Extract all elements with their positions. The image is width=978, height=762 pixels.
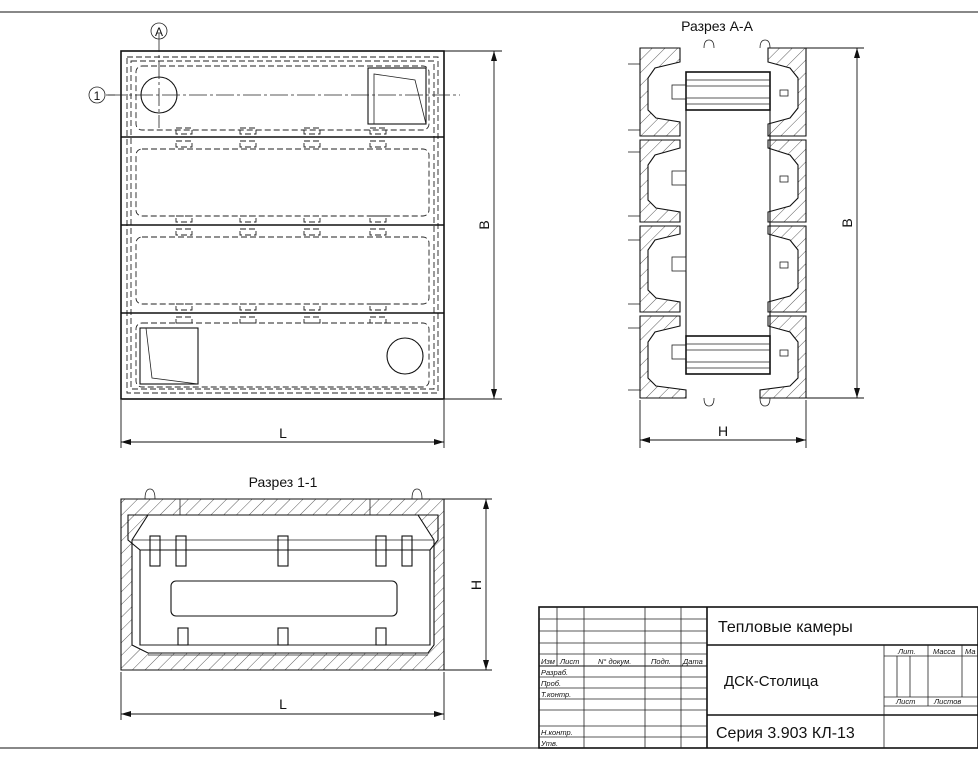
svg-text:L: L [279,425,287,441]
svg-text:B: B [476,220,492,229]
section-11-title: Разрез 1-1 [249,474,318,490]
sheet-frame [0,11,978,749]
section-11-dimension-h: H [444,498,492,671]
section-marker-a: А [150,22,168,40]
svg-text:Разраб.: Разраб. [541,668,568,677]
svg-text:L: L [279,696,287,712]
svg-text:Дата: Дата [682,657,703,666]
svg-text:Проб.: Проб. [541,679,561,688]
section-11-view [120,488,445,671]
title-block: Изм Лист N° докум. Подп. Дата Разраб. Пр… [538,606,978,749]
organization: ДСК-Столица [724,673,819,690]
svg-text:Н.контр.: Н.контр. [541,728,573,737]
plan-view [106,34,460,400]
drawing-name: Тепловые камеры [718,619,853,636]
svg-text:Лист: Лист [895,697,915,706]
svg-text:Лист: Лист [559,657,579,666]
svg-text:H: H [718,423,728,439]
section-marker-1: 1 [88,86,106,104]
svg-text:Т.контр.: Т.контр. [541,690,571,699]
svg-text:Масса: Масса [933,647,955,656]
plan-dimension-l: L [120,400,445,448]
svg-text:1: 1 [94,89,101,103]
plan-dimension-b: B [444,50,502,400]
svg-text:Изм: Изм [541,657,555,666]
svg-text:Подп.: Подп. [651,657,671,666]
svg-text:А: А [155,25,163,39]
section-aa-dimension-h: H [639,400,807,448]
svg-text:H: H [468,580,484,590]
section-aa-title: Разрез А-А [681,18,753,34]
series-code: Серия 3.903 КЛ-13 [716,725,855,742]
section-11-dimension-l: L [120,672,445,720]
svg-text:Утв.: Утв. [540,739,558,748]
svg-text:Ма: Ма [965,647,976,656]
svg-text:B: B [839,218,855,227]
svg-text:N° докум.: N° докум. [598,657,631,666]
section-aa-dimension-b: B [806,47,864,399]
svg-text:Лит.: Лит. [897,647,916,656]
section-aa-view [628,39,807,407]
svg-text:Листов: Листов [933,697,961,706]
